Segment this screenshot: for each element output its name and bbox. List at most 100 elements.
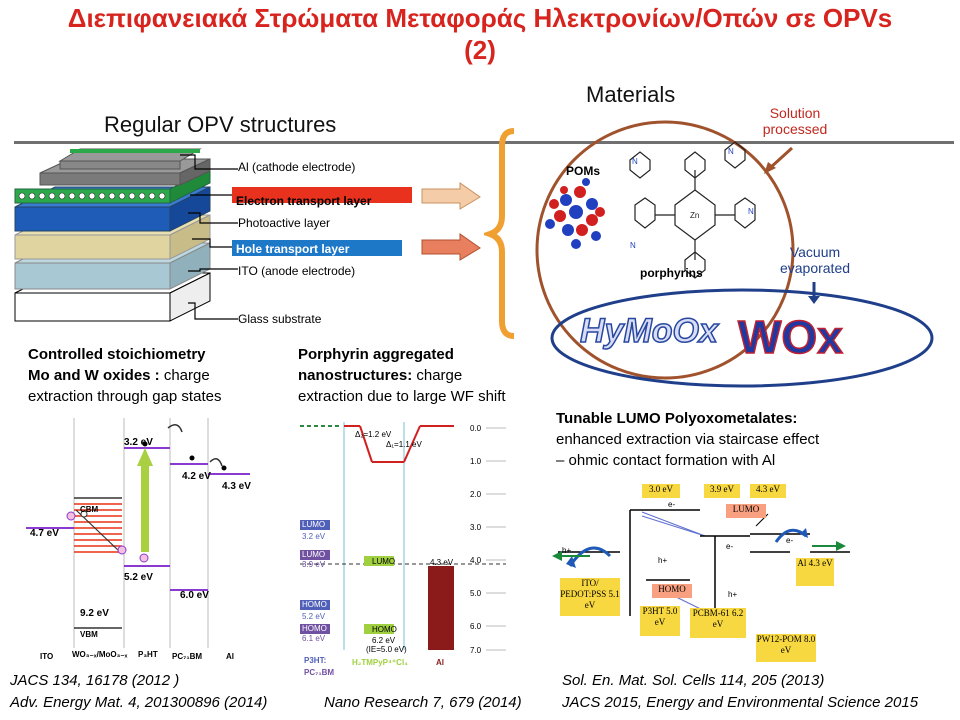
vacuum-evaporated-label: Vacuum evaporated xyxy=(779,244,851,276)
panel1-line2-rest: charge xyxy=(159,367,210,384)
p2-al-val: 4.3 eV xyxy=(430,558,454,567)
panel3-ref-1: Sol. En. Mat. Sol. Cells 114, 205 (2013) xyxy=(562,672,825,689)
p3-box-pw: PW12-POM 8.0 eV xyxy=(756,634,816,662)
layer-label-glass: Glass substrate xyxy=(238,312,322,326)
p2-axis-h2: H₂TMPyP⁴⁺Cl₄ xyxy=(352,658,408,667)
p2-scale-2: 2.0 xyxy=(470,490,482,499)
p3-box-43: 4.3 eV xyxy=(750,484,786,498)
p1-label-42: 4.2 eV xyxy=(182,471,211,482)
layer-label-ito: ITO (anode electrode) xyxy=(238,264,356,278)
panel3-ref-2: JACS 2015, Energy and Environmental Scie… xyxy=(562,694,919,711)
p2-axis-pcbm: PC₇₁BM xyxy=(304,668,335,677)
p2-scale-6: 6.0 xyxy=(470,622,482,631)
p2-scale-4: 4.0 xyxy=(470,556,482,565)
page-title: Διεπιφανειακά Στρώματα Μεταφοράς Ηλεκτρο… xyxy=(0,2,960,66)
p2-homo3-val: 6.2 eV xyxy=(372,636,396,645)
p3-box-ito: ITO/ PEDOT:PSS 5.1 eV xyxy=(560,578,620,616)
panel1-ref-1: JACS 134, 16178 (2012 ) xyxy=(10,672,180,689)
p2-homo2: HOMO xyxy=(302,624,327,633)
p3-box-39: 3.9 eV xyxy=(704,484,740,498)
svg-text:N: N xyxy=(748,207,754,216)
p2-homo2-val: 6.1 eV xyxy=(302,634,326,643)
materials-diagram: Zn N N N N xyxy=(535,120,934,388)
panel2-energy-diagram xyxy=(300,422,506,651)
bracket-brace xyxy=(484,128,515,339)
title-line-2: (2) xyxy=(464,35,496,65)
panel3-energy-diagram xyxy=(552,509,850,617)
p3-box-al: Al 4.3 eV xyxy=(796,558,834,586)
p2-scale-1: 1.0 xyxy=(470,457,482,466)
p1-label-32: 3.2 eV xyxy=(124,437,153,448)
p1-axis-al: Al xyxy=(226,652,234,661)
p1-label-47: 4.7 eV xyxy=(30,528,59,539)
p1-label-52: 5.2 eV xyxy=(124,572,153,583)
p2-scale-0: 0.0 xyxy=(470,424,482,433)
p2-delta1: Δ₁=1.1 eV xyxy=(386,440,422,449)
poms-label: POMs xyxy=(566,164,601,178)
svg-text:N: N xyxy=(630,241,636,250)
svg-text:N: N xyxy=(632,157,638,166)
panel1-ref-2: Adv. Energy Mat. 4, 201300896 (2014) xyxy=(10,694,268,711)
panel3-line2: enhanced extraction via staircase effect xyxy=(556,431,820,448)
panel3-line3: – ohmic contact formation with Al xyxy=(556,452,776,469)
p1-axis-pcbm: PC₇₁BM xyxy=(172,652,203,661)
p1-label-43: 4.3 eV xyxy=(222,481,251,492)
panel2-line2-rest: charge xyxy=(412,367,463,384)
layer-label-al: Al (cathode electrode) xyxy=(238,160,356,174)
panel1-line2-bold: Mo and W oxides : xyxy=(28,367,160,384)
opv-layer-stack xyxy=(14,148,481,322)
panel2-line3: extraction due to large WF shift xyxy=(298,388,506,405)
p2-delta2: Δ₂=1.2 eV xyxy=(355,430,392,439)
p3-box-p3ht: P3HT 5.0 eV xyxy=(640,606,680,636)
panel1-line3: extraction through gap states xyxy=(28,388,222,405)
p3-carrier-e2: e- xyxy=(726,542,734,551)
p3-box-lumo: LUMO xyxy=(726,504,766,518)
svg-text:N: N xyxy=(728,147,734,156)
p1-label-cbm: CBM xyxy=(80,505,99,514)
layer-label-active: Photoactive layer xyxy=(238,216,331,230)
panel1-energy-diagram xyxy=(26,418,250,648)
title-line-1: Διεπιφανειακά Στρώματα Μεταφοράς Ηλεκτρο… xyxy=(67,3,893,33)
p2-scale-3: 3.0 xyxy=(470,523,482,532)
wox-logo: WOx xyxy=(737,310,843,364)
header-divider xyxy=(14,141,954,144)
p3-carrier-e1: e- xyxy=(668,500,676,509)
p3-box-pcbm: PCBM-61 6.2 eV xyxy=(690,608,746,638)
p2-axis-al: Al xyxy=(436,658,444,667)
panel3-caption: Tunable LUMO Polyoxometalates: enhanced … xyxy=(556,408,936,471)
layer-label-etl: Electron transport layer xyxy=(236,194,372,208)
panel2-heading: Porphyrin aggregated xyxy=(298,346,454,363)
p1-axis-wo: WO₃₋ₓ/MoO₃₋ₓ xyxy=(72,650,128,659)
p1-axis-p3ht: P₃HT xyxy=(138,650,158,659)
porphyrins-label: porphyrins xyxy=(640,266,703,280)
p3-carrier-h3: h+ xyxy=(728,590,738,599)
p2-scale-5: 5.0 xyxy=(470,589,482,598)
p2-homo3: HOMO xyxy=(372,625,397,634)
p1-label-vbm: VBM xyxy=(80,630,98,639)
panel3-heading: Tunable LUMO Polyoxometalates: xyxy=(556,410,798,427)
p1-axis-ito: ITO xyxy=(40,652,54,661)
svg-text:Zn: Zn xyxy=(690,211,699,220)
p3-carrier-h1: h+ xyxy=(562,546,572,555)
p2-lumo2: LUMO xyxy=(302,550,326,559)
materials-header: Materials xyxy=(586,82,676,107)
p3-box-30: 3.0 eV xyxy=(642,484,680,498)
hymoox-logo: HyMoOx xyxy=(579,311,718,351)
layer-label-htl: Hole transport layer xyxy=(236,242,350,256)
p2-homo1: HOMO xyxy=(302,600,327,609)
p1-label-92: 9.2 eV xyxy=(80,608,109,619)
p2-lumo1-val: 3.2 eV xyxy=(302,532,326,541)
p2-scale-7: 7.0 xyxy=(470,646,482,655)
p3-carrier-h2: h+ xyxy=(658,556,668,565)
panel2-line2-bold: nanostructures: xyxy=(298,367,413,384)
p2-lumo3: LUMO xyxy=(372,557,396,566)
p2-ie: (IE=5.0 eV) xyxy=(366,645,407,654)
panel1-caption: Controlled stoichiometry Mo and W oxides… xyxy=(28,344,298,407)
p2-lumo1: LUMO xyxy=(302,520,326,529)
p3-box-homo: HOMO xyxy=(652,584,692,598)
p2-homo1-val: 5.2 eV xyxy=(302,612,326,621)
p3-carrier-e3: e- xyxy=(786,536,794,545)
p1-label-60: 6.0 eV xyxy=(180,590,209,601)
panel2-ref: Nano Research 7, 679 (2014) xyxy=(324,694,522,711)
p2-lumo2-val: 3.9 eV xyxy=(302,560,326,569)
